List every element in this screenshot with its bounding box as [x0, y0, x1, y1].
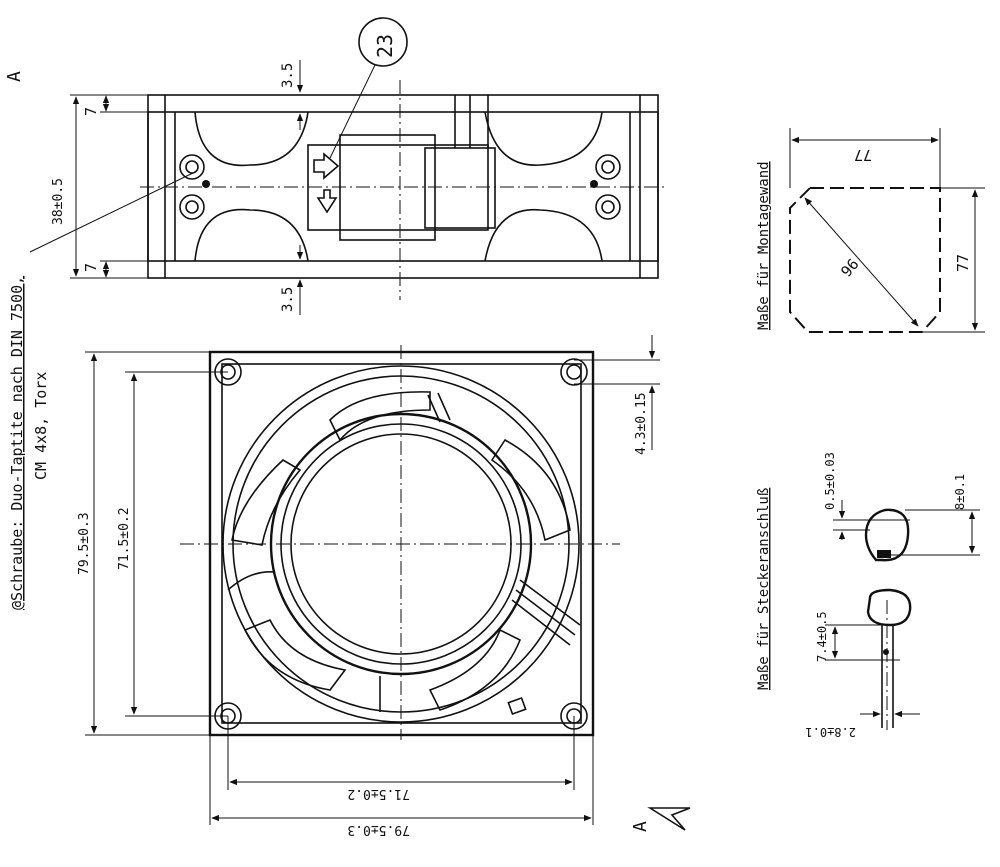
screw-hole-left-bottom	[179, 194, 205, 220]
dim-top-label: 7	[82, 107, 100, 116]
dim-outer-width-label: 79.5±0.3	[347, 822, 410, 837]
mounting-title: Maße für Montagewand	[756, 161, 772, 330]
balloon-label: 23	[373, 34, 397, 58]
blade-2	[329, 391, 431, 442]
screw-note: @Schraube: Duo-Taptite nach DIN 7500, CM…	[8, 171, 196, 610]
dim-outer-height-label: 79.5±0.3	[77, 512, 92, 575]
dim-inner-height-label: 71.5±0.2	[117, 507, 132, 570]
connector-dim-d-label: 2.8±0.1	[805, 725, 856, 739]
front-view: 79.5±0.3 71.5±0.2 4.3±0.15 71.5±0.2 79.5…	[77, 335, 660, 837]
connector-title: Maße für Steckeranschluß	[756, 488, 772, 690]
section-arrow-icon	[647, 807, 691, 831]
rotation-arrow-icon	[316, 189, 338, 214]
airflow-arrow-icon	[313, 152, 340, 180]
screw-note-line2: CM 4x8, Torx	[32, 372, 50, 480]
section-marker-bottom-label: A	[630, 821, 651, 832]
section-marker-bottom: A	[630, 807, 691, 832]
connector-dim-b-label: 8±0.1	[953, 474, 967, 510]
balloon-23	[358, 17, 408, 67]
section-marker-top: A	[4, 71, 25, 82]
mounting-cutout	[789, 187, 941, 333]
dim-gap-top-label: 3.5	[280, 63, 296, 88]
connector-dim-a-label: 0.5±0.03	[823, 452, 837, 510]
screw-note-line1: @Schraube: Duo-Taptite nach DIN 7500,	[8, 276, 26, 610]
screw-hole-right-bottom	[595, 194, 621, 220]
screw-hole-left-top	[179, 154, 205, 180]
connector-pin-top	[864, 508, 910, 562]
mounting-wall: Maße für Montagewand 77 77 96	[756, 128, 985, 333]
blade-3	[490, 438, 571, 542]
dim-height-label: 38±0.5	[51, 178, 66, 225]
blade-1	[231, 459, 302, 546]
blade-5	[243, 618, 347, 691]
mounting-height-label: 77	[954, 254, 972, 272]
mounting-width-label: 77	[854, 146, 872, 164]
connector-pin-bottom	[866, 588, 912, 627]
dim-inner-width-label: 71.5±0.2	[347, 786, 410, 801]
leader-line	[29, 171, 196, 253]
dim-gap-bottom-label: 3.5	[280, 287, 296, 312]
blade-4	[428, 628, 522, 711]
dim-bottom-label: 7	[82, 263, 100, 272]
connector-dim-c-label: 7.4±0.5	[815, 611, 829, 662]
dim-hole-label: 4.3±0.15	[634, 392, 649, 455]
side-view: 38±0.5 7 7 3.5 3.5 23	[51, 17, 665, 315]
screw-hole-right-top	[595, 154, 621, 180]
connector: Maße für Steckeranschluß 0.5±0.03 8±0.1 …	[756, 452, 980, 739]
